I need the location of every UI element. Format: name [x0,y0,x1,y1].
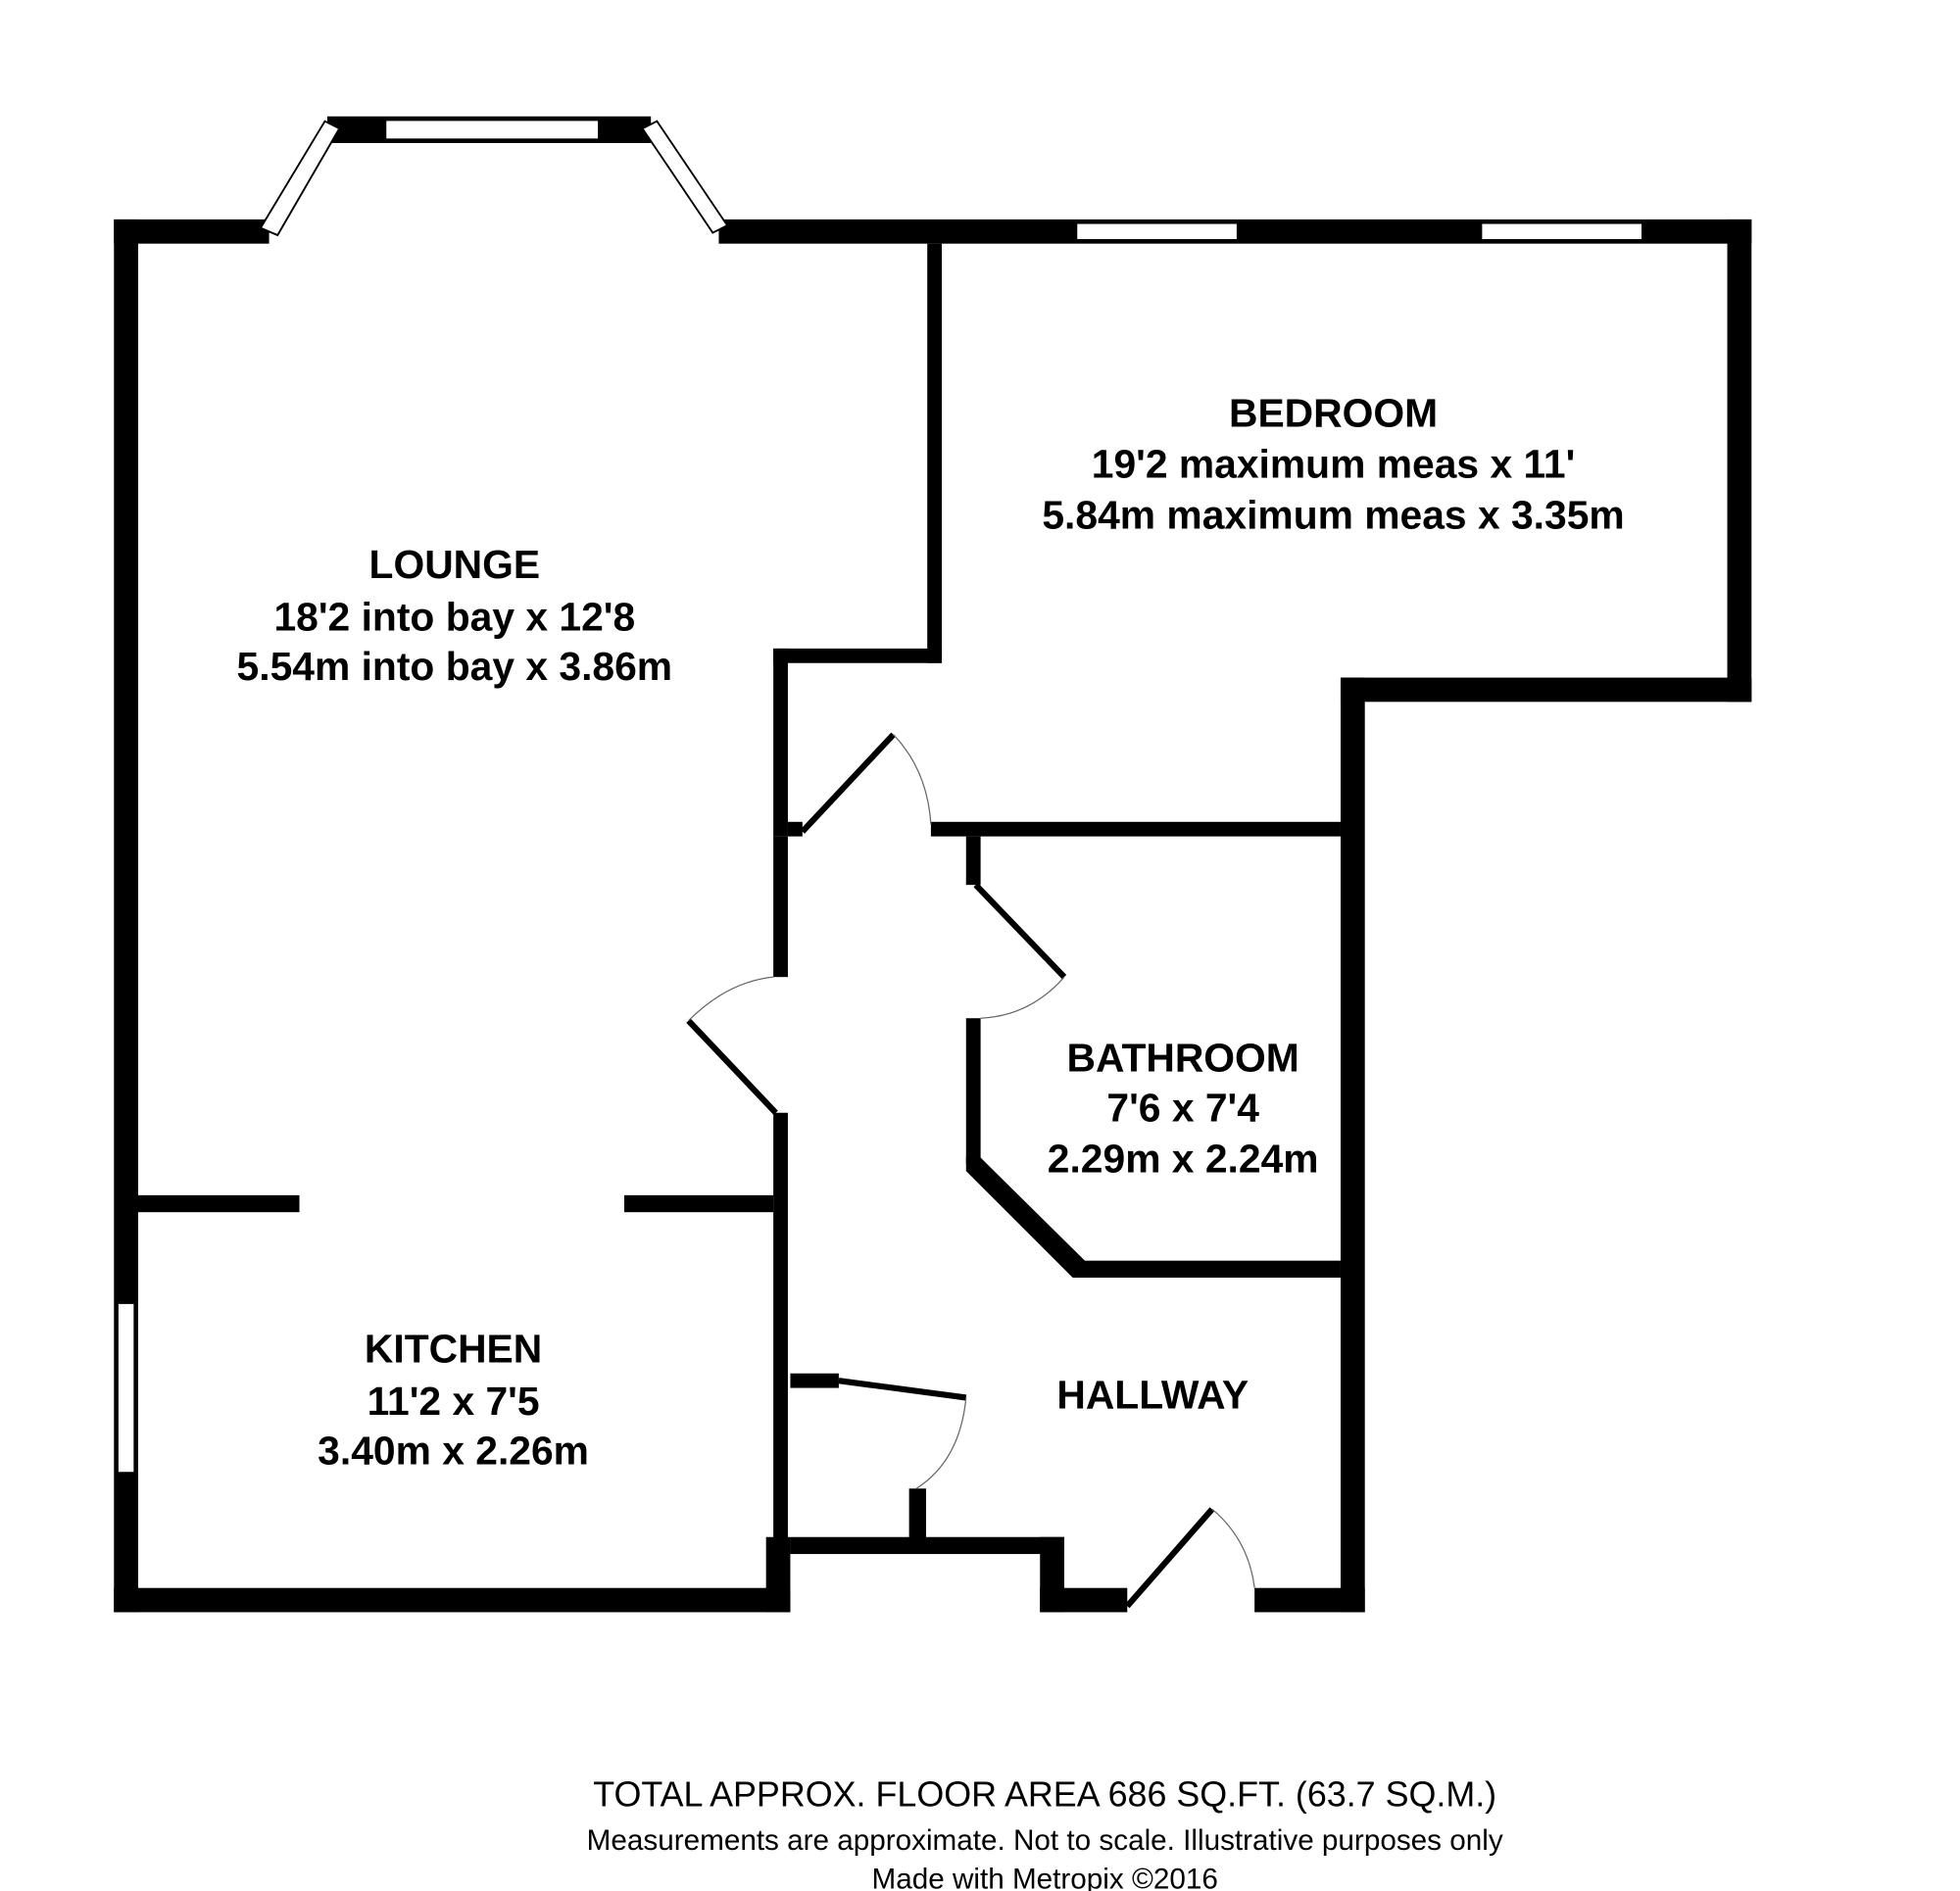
windows [117,119,1643,1475]
hallway-name: HALLWAY [1056,1373,1249,1418]
doors [686,732,1255,1609]
lounge-imperial: 18'2 into bay x 12'8 [273,594,635,639]
kitchen-label: KITCHEN 11'2 x 7'5 3.40m x 2.26m [318,1327,589,1474]
bedroom-metric: 5.84m maximum meas x 3.35m [1042,492,1624,537]
bathroom-metric: 2.29m x 2.24m [1048,1136,1319,1181]
bathroom-name: BATHROOM [1067,1036,1299,1081]
lounge-label: LOUNGE 18'2 into bay x 12'8 5.54m into b… [237,542,673,689]
kitchen-imperial: 11'2 x 7'5 [368,1379,540,1424]
bathroom-label: BATHROOM 7'6 x 7'4 2.29m x 2.24m [1048,1036,1319,1182]
lounge-metric: 5.54m into bay x 3.86m [237,644,673,689]
walls [114,116,1752,1613]
bedroom-label: BEDROOM 19'2 maximum meas x 11' 5.84m ma… [1042,390,1624,537]
bathroom-imperial: 7'6 x 7'4 [1106,1085,1259,1130]
lounge-name: LOUNGE [369,542,541,587]
bedroom-name: BEDROOM [1229,390,1438,435]
credit: Made with Metropix ©2016 [872,1864,1218,1891]
kitchen-metric: 3.40m x 2.26m [318,1429,589,1474]
bedroom-imperial: 19'2 maximum meas x 11' [1092,441,1576,486]
disclaimer: Measurements are approximate. Not to sca… [587,1824,1503,1857]
total-area: TOTAL APPROX. FLOOR AREA 686 SQ.FT. (63.… [593,1774,1496,1814]
kitchen-name: KITCHEN [365,1327,542,1372]
